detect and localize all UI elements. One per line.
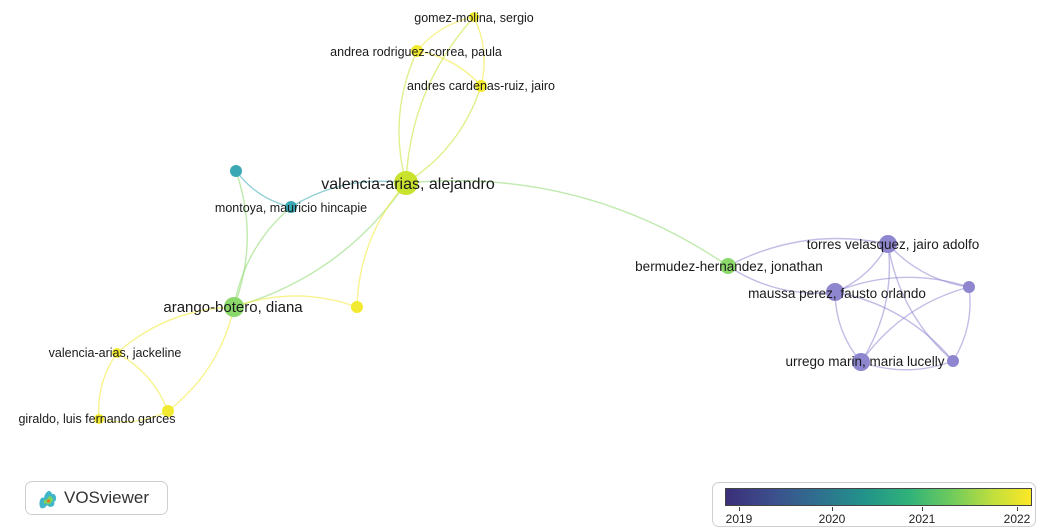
links-layer: [97, 16, 971, 423]
link-torres-purple-urrego2: [887, 243, 954, 362]
link-maussa-urrego: [834, 291, 862, 363]
link-maussa-purple-urrego2: [834, 291, 954, 362]
tick-label-2019: 2019: [725, 512, 753, 526]
link-valencia-alejandro-montoya: [290, 180, 407, 208]
node-andres-cardenas[interactable]: [475, 80, 487, 92]
node-yellow-small[interactable]: [351, 301, 363, 313]
link-montoya-arango-botero: [233, 206, 292, 308]
node-purple-urrego2[interactable]: [947, 355, 959, 367]
link-torres-purple-small: [887, 243, 970, 288]
node-label-arango-botero[interactable]: arango-botero, diana: [163, 299, 303, 316]
node-gomez-molina[interactable]: [469, 12, 479, 22]
node-label-urrego[interactable]: urrego marin, maria lucelly: [785, 354, 944, 369]
node-montoya[interactable]: [285, 201, 297, 213]
link-maussa-purple-small: [834, 276, 970, 293]
node-yellow-giraldo2[interactable]: [162, 405, 174, 417]
link-bermudez-torres: [727, 237, 889, 267]
link-giraldo-yellow-giraldo2: [98, 410, 169, 423]
link-arango-botero-valencia-jackeline: [116, 306, 235, 354]
node-teal-small[interactable]: [230, 165, 242, 177]
link-bermudez-maussa: [727, 265, 836, 294]
link-andrea-rodriguez-valencia-alejandro: [398, 50, 418, 184]
tick-mark: [739, 507, 740, 511]
node-label-torres[interactable]: torres velasquez, jairo adolfo: [807, 237, 980, 252]
tick-mark: [922, 507, 923, 511]
node-valencia-jackeline[interactable]: [112, 348, 122, 358]
nodes-layer: [94, 12, 975, 424]
node-label-valencia-jackeline[interactable]: valencia-arias, jackeline: [49, 346, 182, 360]
tick-mark: [832, 507, 833, 511]
node-label-andrea-rodriguez[interactable]: andrea rodriguez-correa, paula: [330, 45, 502, 59]
tick-label-2022: 2022: [1003, 512, 1031, 526]
vosviewer-icon: [39, 491, 57, 509]
node-torres[interactable]: [879, 235, 897, 253]
node-label-andres-cardenas[interactable]: andres cardenas-ruiz, jairo: [407, 79, 555, 93]
node-label-bermudez[interactable]: bermudez-hernandez, jonathan: [635, 259, 823, 274]
link-andres-cardenas-valencia-alejandro: [405, 85, 482, 184]
link-valencia-jackeline-giraldo: [97, 352, 118, 420]
link-andrea-rodriguez-andres-cardenas: [416, 50, 482, 87]
node-bermudez[interactable]: [720, 258, 736, 274]
link-teal-small-arango-botero: [233, 170, 248, 308]
link-arango-botero-yellow-giraldo2: [167, 306, 235, 412]
link-torres-urrego: [860, 243, 891, 363]
vosviewer-label: VOSviewer: [64, 488, 150, 507]
node-label-giraldo[interactable]: giraldo, luis fernando garces: [18, 412, 175, 426]
link-valencia-jackeline-yellow-giraldo2: [116, 352, 169, 412]
node-label-maussa[interactable]: maussa perez, fausto orlando: [748, 286, 926, 301]
link-gomez-molina-andres-cardenas: [473, 16, 485, 87]
node-andrea-rodriguez[interactable]: [411, 45, 423, 57]
link-gomez-molina-andrea-rodriguez: [416, 16, 475, 52]
tick-label-2020: 2020: [818, 512, 846, 526]
year-color-scale: 2019 2020 2021 2022: [712, 482, 1036, 527]
node-arango-botero[interactable]: [224, 297, 244, 317]
vosviewer-logo[interactable]: VOSviewer: [25, 481, 168, 515]
link-arango-botero-yellow-small: [233, 295, 358, 308]
link-purple-small-urrego: [860, 286, 970, 363]
node-purple-small[interactable]: [963, 281, 975, 293]
node-label-gomez-molina[interactable]: gomez-molina, sergio: [414, 11, 534, 25]
node-label-montoya[interactable]: montoya, mauricio hincapie: [215, 201, 367, 215]
node-giraldo[interactable]: [94, 414, 104, 424]
node-valencia-alejandro[interactable]: [394, 171, 418, 195]
node-label-valencia-alejandro[interactable]: valencia-arias, alejandro: [321, 176, 495, 193]
link-gomez-molina-valencia-alejandro: [405, 16, 475, 184]
tick-mark: [1017, 507, 1018, 511]
labels-layer: gomez-molina, sergio andrea rodriguez-cor…: [18, 11, 979, 426]
link-valencia-alejandro-yellow-small: [356, 182, 407, 308]
tick-label-2021: 2021: [908, 512, 936, 526]
node-urrego[interactable]: [852, 353, 870, 371]
color-gradient-bar: [725, 488, 1032, 506]
link-purple-small-purple-urrego2: [952, 286, 971, 362]
link-valencia-alejandro-bermudez: [405, 179, 729, 267]
link-urrego-purple-urrego2: [860, 360, 954, 371]
link-teal-small-montoya: [235, 170, 292, 208]
node-maussa[interactable]: [826, 283, 844, 301]
